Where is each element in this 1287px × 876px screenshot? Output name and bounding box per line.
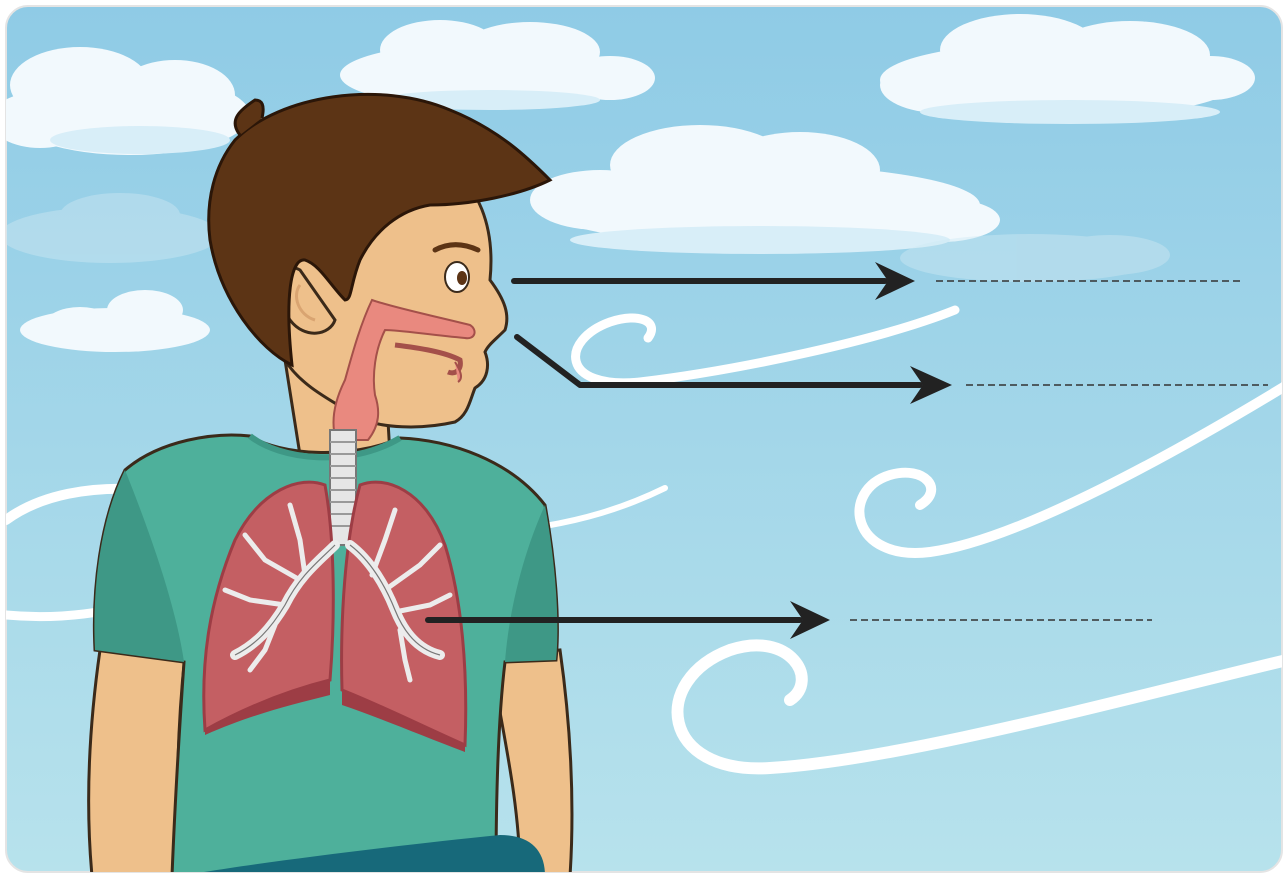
left-arm [89,650,185,876]
